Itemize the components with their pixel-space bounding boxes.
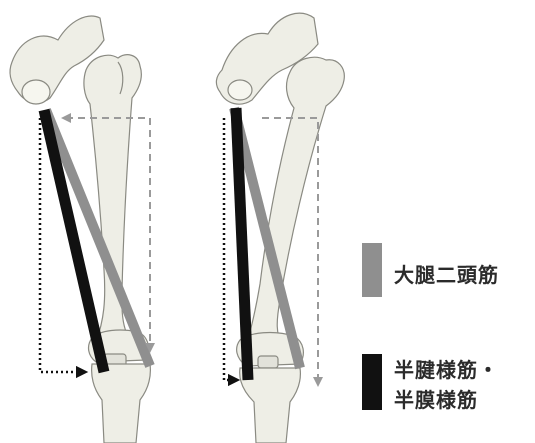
left-leg	[10, 16, 150, 443]
legend-swatch-biceps-femoris	[362, 243, 382, 297]
legend-label-biceps-femoris: 大腿二頭筋	[394, 259, 499, 288]
right-leg	[216, 13, 344, 443]
legend-label-semitendinosus-line1: 半腱様筋・	[394, 354, 499, 383]
left-tibia	[92, 364, 151, 443]
legend-swatch-semitendinosus	[362, 354, 382, 410]
legend-label-semimembranosus-line2: 半膜様筋	[394, 384, 478, 413]
right-dotted-guide	[224, 118, 234, 380]
